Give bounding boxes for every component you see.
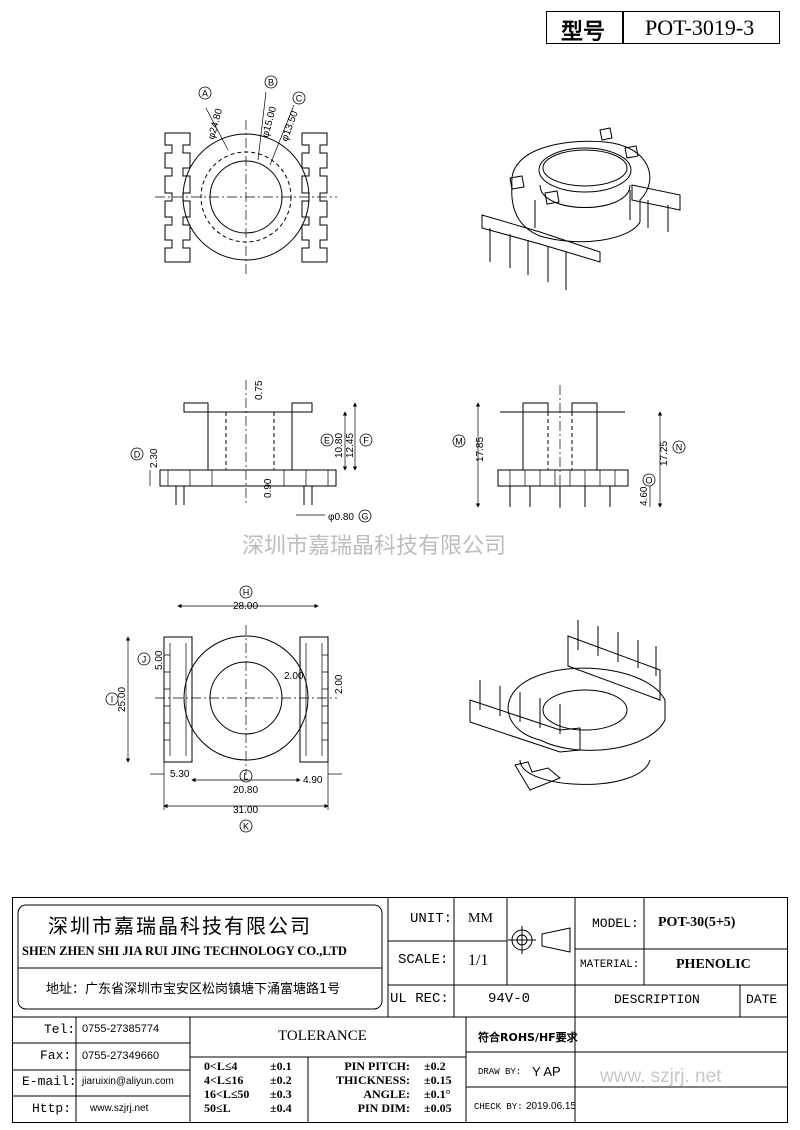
http-value: www.szjrj.net bbox=[90, 1103, 149, 1114]
tol-range: 50≤L bbox=[204, 1101, 231, 1115]
callout-h: H bbox=[243, 588, 250, 598]
top-view bbox=[155, 91, 337, 275]
spec-tol: ±0.05 bbox=[424, 1101, 452, 1115]
isometric-view-bottom bbox=[469, 620, 666, 791]
callout-i: I bbox=[111, 695, 114, 705]
callout-a: A bbox=[202, 89, 208, 99]
dim-j: 5.00 bbox=[154, 650, 165, 670]
bottom-view bbox=[125, 603, 342, 810]
tol-range: 0<L≤4 bbox=[204, 1059, 238, 1073]
material-value: PHENOLIC bbox=[676, 957, 751, 972]
description-label: DESCRIPTION bbox=[614, 992, 700, 1007]
dim-l: 20.80 bbox=[233, 785, 258, 796]
date-label: DATE bbox=[746, 992, 778, 1007]
tol-value: ±0.1 bbox=[270, 1059, 292, 1073]
dim-m: 17.85 bbox=[475, 437, 486, 462]
isometric-view-top bbox=[481, 127, 681, 290]
spec-name: PIN DIM: bbox=[357, 1101, 410, 1115]
fax-value: 0755-27349660 bbox=[82, 1050, 160, 1062]
dim-d: 2.30 bbox=[149, 448, 160, 468]
tol-row: 0<L≤4 ±0.1 4<L≤16 ±0.2 16<L≤50 ±0.3 50≤L ±0.… bbox=[204, 1059, 292, 1115]
tel-label: Tel: bbox=[44, 1022, 76, 1037]
dim-f: 12.45 bbox=[345, 433, 356, 458]
tel-value: 0755-27385774 bbox=[82, 1023, 160, 1035]
watermark-center: 深圳市嘉瑞晶科技有限公司 bbox=[242, 534, 507, 559]
callout-l: L bbox=[243, 772, 248, 782]
callout-b: B bbox=[268, 78, 274, 88]
callout-g: G bbox=[361, 512, 368, 522]
spec-tol: ±0.15 bbox=[424, 1073, 452, 1087]
dim-g: φ0.80 bbox=[328, 512, 354, 523]
spec-tol: ±0.1° bbox=[424, 1087, 451, 1101]
tol-range: 16<L≤50 bbox=[204, 1087, 250, 1101]
spec-name: PIN PITCH: bbox=[344, 1059, 410, 1073]
material-label: MATERIAL: bbox=[580, 959, 640, 971]
callout-f: F bbox=[363, 436, 369, 446]
dim-slot-a: 2.00 bbox=[284, 671, 304, 682]
callout-n: N bbox=[676, 443, 683, 453]
http-label: Http: bbox=[32, 1101, 72, 1116]
watermark-url: www. szjrj. net bbox=[600, 1066, 722, 1087]
model-value: POT-30(5+5) bbox=[658, 915, 736, 930]
model-value-header: POT-3019-3 bbox=[645, 15, 755, 40]
dim-n: 17.25 bbox=[659, 441, 670, 466]
scale-label: SCALE: bbox=[398, 952, 449, 968]
side-view bbox=[149, 380, 358, 516]
company-name-cn: 深圳市嘉瑞晶科技有限公司 bbox=[48, 914, 312, 938]
draw-by-label: DRAW BY: bbox=[478, 1067, 522, 1077]
dim-e: 10.80 bbox=[334, 433, 345, 458]
dim-o: 4.60 bbox=[639, 486, 650, 506]
spec-name: ANGLE: bbox=[363, 1087, 410, 1101]
dim-right: 4.90 bbox=[303, 775, 323, 786]
dim-bottom-090: 0.90 bbox=[263, 478, 274, 498]
tol-range: 4<L≤16 bbox=[204, 1073, 244, 1087]
tol-value: ±0.4 bbox=[270, 1101, 292, 1115]
dim-top-075: 0.75 bbox=[254, 380, 265, 400]
ul-value: 94V-0 bbox=[488, 991, 531, 1007]
dim-h: 28.00 bbox=[233, 601, 258, 612]
title-block bbox=[12, 897, 788, 1123]
callout-m: M bbox=[455, 437, 463, 447]
callout-j: J bbox=[142, 655, 147, 665]
fax-label: Fax: bbox=[40, 1048, 72, 1063]
projection-symbol-icon bbox=[508, 926, 571, 954]
company-name-en: SHEN ZHEN SHI JIA RUI JING TECHNOLOGY CO… bbox=[22, 944, 347, 958]
dim-left: 5.30 bbox=[170, 769, 190, 780]
ul-label: UL REC: bbox=[390, 991, 449, 1007]
tol-value: ±0.3 bbox=[270, 1087, 292, 1101]
rohs-label: 符合ROHS/HF要求 bbox=[478, 1031, 578, 1044]
callout-k: K bbox=[243, 822, 249, 832]
tol-value: ±0.2 bbox=[270, 1073, 292, 1087]
check-by-label: CHECK BY: bbox=[474, 1102, 523, 1112]
dim-slot-b: 2.00 bbox=[334, 674, 345, 694]
tolerance-label: TOLERANCE bbox=[278, 1028, 367, 1044]
dim-k: 31.00 bbox=[233, 805, 258, 816]
dim-i: 25.00 bbox=[117, 687, 128, 712]
email-value: jiaruixin@aliyun.com bbox=[82, 1076, 174, 1087]
company-address: 地址：广东省深圳市宝安区松岗镇塘下涌富塘路1号 bbox=[46, 982, 341, 997]
callout-o: O bbox=[645, 476, 652, 486]
unit-value: MM bbox=[468, 911, 493, 926]
scale-value: 1/1 bbox=[468, 952, 489, 969]
technical-drawing: A B C D E F G M N O H I J K L φ24.80 φ15… bbox=[105, 75, 686, 833]
callout-d: D bbox=[134, 450, 141, 460]
spec-tol: ±0.2 bbox=[424, 1059, 446, 1073]
draw-by-value: Y AP bbox=[532, 1064, 561, 1079]
header-divider bbox=[622, 12, 624, 43]
end-view bbox=[475, 385, 663, 510]
unit-label: UNIT: bbox=[410, 911, 453, 927]
spec-name: THICKNESS: bbox=[335, 1073, 410, 1087]
spec-rows: PIN PITCH: ±0.2 THICKNESS: ±0.15 ANGLE: ±0.… bbox=[318, 1059, 452, 1115]
header-box: 型号 POT-3019-3 bbox=[546, 11, 780, 45]
check-by-value: 2019.06.15 bbox=[526, 1101, 577, 1112]
email-label: E-mail: bbox=[22, 1074, 77, 1089]
model-label-header: 型号 bbox=[561, 20, 606, 45]
model-label: MODEL: bbox=[592, 916, 639, 931]
callout-c: C bbox=[296, 94, 303, 104]
callout-e: E bbox=[324, 436, 330, 446]
